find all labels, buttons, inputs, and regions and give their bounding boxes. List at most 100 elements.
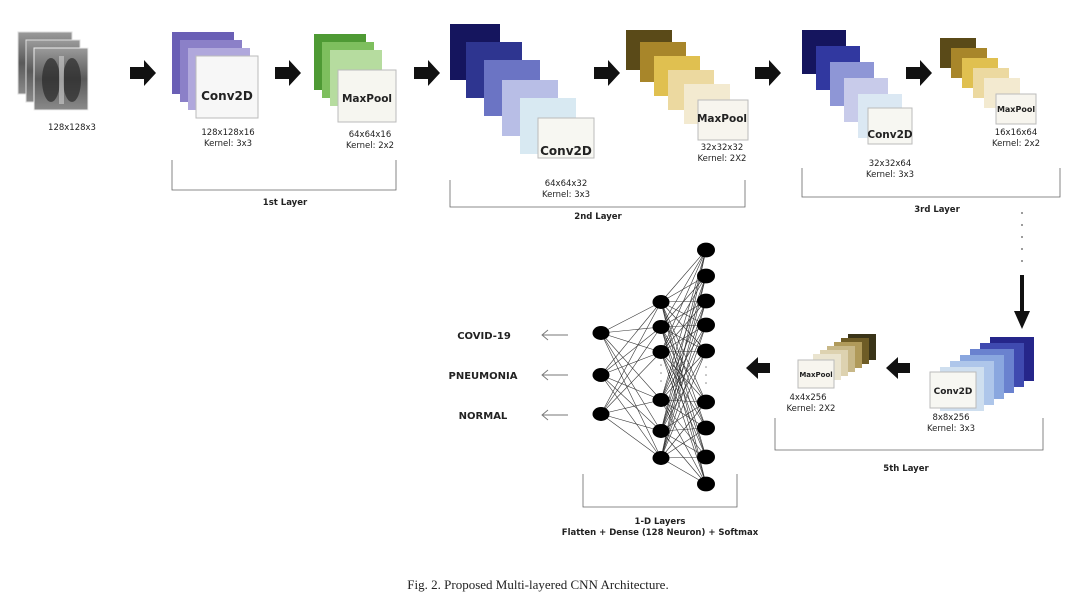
- arrow-right-icon: [130, 60, 156, 86]
- layer5-conv-kernel: Kernel: 3x3: [927, 424, 975, 434]
- hidden-neuron: [652, 345, 670, 359]
- neuron-connection: [660, 324, 707, 401]
- neuron-connection: [600, 326, 662, 376]
- neuron-connection: [600, 374, 662, 432]
- neuron-connection: [600, 332, 662, 459]
- layer2-conv-name: Conv2D: [540, 144, 592, 158]
- input-xray-stack: [17, 31, 89, 111]
- neuron-connection: [600, 332, 662, 432]
- layer1-pool-kernel: Kernel: 2x2: [346, 141, 394, 151]
- output-label-normal: NORMAL: [459, 411, 508, 422]
- arrow-left-icon: [886, 357, 910, 379]
- layer2-pool-kernel: Kernel: 2X2: [698, 154, 747, 164]
- neuron-connection: [600, 351, 662, 415]
- layer2-pool-size: 32x32x32: [701, 143, 744, 153]
- layer5-pool-kernel: Kernel: 2X2: [787, 404, 836, 414]
- neuron-connection: [660, 300, 707, 401]
- hidden-neuron: [652, 451, 670, 465]
- output-label-covid: COVID-19: [457, 331, 511, 342]
- dense-subtitle: Flatten + Dense (128 Neuron) + Softmax: [562, 528, 759, 538]
- layer3-conv-size: 32x32x64: [869, 159, 912, 169]
- neuron-connection: [600, 332, 662, 353]
- layer5-title: 5th Layer: [883, 464, 929, 474]
- continuation-dots: [1021, 212, 1023, 262]
- layer5-conv-name: Conv2D: [934, 387, 973, 397]
- layer3-conv-stack: [802, 30, 913, 145]
- neuron-connection: [660, 401, 707, 432]
- layer1-pool-size: 64x64x16: [349, 130, 392, 140]
- layer1-title: 1st Layer: [263, 198, 308, 208]
- dense-ellipsis-dots: [660, 364, 707, 384]
- dense-neuron: [697, 449, 715, 465]
- arrow-left-thin-icon: [541, 409, 568, 421]
- neuron-connection: [660, 350, 707, 401]
- layer3-bracket: [801, 168, 1061, 198]
- dense-neuron: [697, 394, 715, 410]
- input-size-label: 128x128x3: [48, 123, 96, 133]
- neuron-connection: [660, 249, 707, 303]
- arrow-left-thin-icon: [541, 329, 568, 341]
- dense-neuron: [697, 293, 715, 309]
- layer2-pool-name: MaxPool: [697, 113, 747, 125]
- layer1-conv-size: 128x128x16: [201, 128, 254, 138]
- neuron-connection: [660, 427, 707, 459]
- dense-title: 1-D Layers: [635, 517, 686, 527]
- arrow-down-icon: [1014, 275, 1030, 329]
- arrow-left-thin-icon: [541, 369, 568, 381]
- output-neuron: [592, 407, 610, 421]
- neuron-connection: [600, 351, 662, 376]
- neuron-connection: [600, 413, 662, 459]
- neuron-connection: [660, 351, 707, 485]
- neuron-connection: [660, 249, 707, 328]
- dense-neuron: [697, 343, 715, 359]
- layer3-conv-name: Conv2D: [867, 129, 913, 141]
- layer3-pool-stack: [940, 38, 1037, 125]
- arrow-right-icon: [755, 60, 781, 86]
- neuron-connection: [600, 399, 662, 415]
- layer3-title: 3rd Layer: [914, 205, 960, 215]
- hidden-neuron: [652, 424, 670, 438]
- neuron-connection: [660, 324, 707, 432]
- hidden-neuron: [652, 295, 670, 309]
- dense-network-connections: [600, 249, 707, 485]
- layer1-conv-kernel: Kernel: 3x3: [204, 139, 252, 149]
- layer5-pool-stack: [797, 334, 876, 389]
- neuron-connection: [600, 374, 662, 459]
- neuron-connection: [660, 350, 707, 459]
- dense-neuron: [697, 317, 715, 333]
- dense-neuron: [697, 420, 715, 436]
- output-neuron: [592, 326, 610, 340]
- layer2-conv-size: 64x64x32: [545, 179, 588, 189]
- layer1-bracket: [171, 160, 397, 191]
- arrow-right-icon: [414, 60, 440, 86]
- hidden-neuron: [652, 320, 670, 334]
- layer2-bracket: [449, 180, 746, 208]
- neuron-connection: [660, 457, 707, 485]
- layer5-conv-size: 8x8x256: [932, 413, 969, 423]
- layer3-pool-kernel: Kernel: 2x2: [992, 139, 1040, 149]
- layer1-pool-stack: [314, 34, 397, 123]
- neuron-connection: [600, 301, 662, 415]
- layer2-conv-stack: [450, 24, 595, 159]
- dense-neuron: [697, 242, 715, 258]
- layer5-conv-stack: [929, 337, 1034, 411]
- layer5-bracket: [774, 418, 1044, 451]
- neuron-connection: [600, 301, 662, 334]
- neuron-connection: [660, 275, 707, 401]
- layer2-conv-kernel: Kernel: 3x3: [542, 190, 590, 200]
- neuron-connection: [660, 401, 707, 459]
- output-neuron: [592, 368, 610, 382]
- neuron-connection: [600, 332, 662, 401]
- neuron-connection: [600, 326, 662, 334]
- neuron-connection: [660, 275, 707, 459]
- neuron-connection: [600, 374, 662, 401]
- neuron-connection: [660, 351, 707, 403]
- neuron-connection: [660, 249, 707, 459]
- neuron-connection: [660, 351, 707, 429]
- layer1-conv-stack: [172, 32, 259, 119]
- dense-bracket: [582, 474, 738, 508]
- neuron-connection: [660, 249, 707, 353]
- output-label-pneumonia: PNEUMONIA: [449, 371, 518, 382]
- figure-caption: Fig. 2. Proposed Multi-layered CNN Archi…: [407, 577, 668, 592]
